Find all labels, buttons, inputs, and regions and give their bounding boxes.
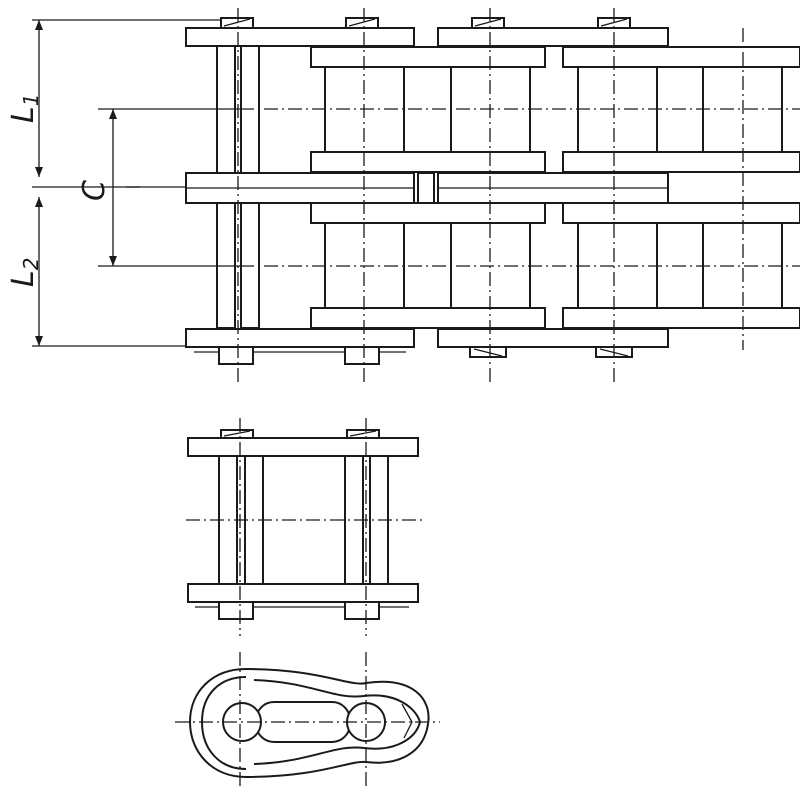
duplex-chain-view: L1 L2 C <box>6 8 800 385</box>
link-plate-side-view <box>175 652 440 790</box>
dimension-lines <box>32 19 240 347</box>
dimension-l1-label: L1 <box>6 94 43 123</box>
outer-plates <box>185 27 669 353</box>
dimension-l2-label: L2 <box>6 258 43 287</box>
dimension-c-label: C <box>77 180 112 201</box>
connecting-link-view <box>186 418 422 636</box>
centre-lines-top-view <box>237 8 800 385</box>
inner-plates <box>310 46 800 329</box>
